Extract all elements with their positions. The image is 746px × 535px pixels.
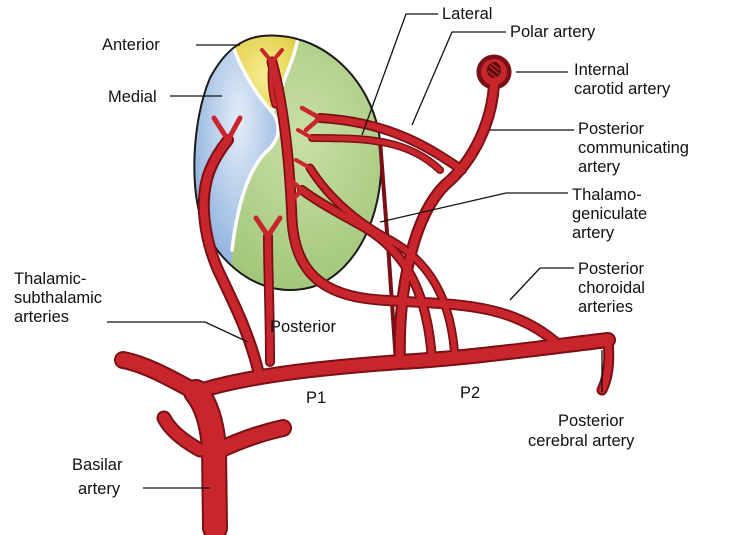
label-posterior-communicating-line2: communicating bbox=[578, 139, 689, 157]
label-posterior-choroidal-line2: choroidal bbox=[578, 279, 645, 297]
arteries bbox=[123, 50, 609, 528]
label-p2: P2 bbox=[460, 384, 480, 402]
label-basilar-line2: artery bbox=[78, 480, 121, 498]
label-basilar-line1: Basilar bbox=[72, 456, 123, 474]
label-posterior-region: Posterior bbox=[270, 318, 337, 336]
label-lateral: Lateral bbox=[442, 5, 492, 23]
label-posterior-cerebral-line1: Posterior bbox=[558, 412, 625, 430]
label-p1: P1 bbox=[306, 389, 326, 407]
label-thalamic-subthalamic-line1: Thalamic- bbox=[14, 270, 86, 288]
label-posterior-choroidal-line3: arteries bbox=[578, 298, 633, 316]
label-posterior-communicating-line3: artery bbox=[578, 158, 621, 176]
label-thalamogeniculate-line2: geniculate bbox=[572, 205, 647, 223]
label-internal-carotid-line2: carotid artery bbox=[574, 80, 671, 98]
label-thalamic-subthalamic-line2: subthalamic bbox=[14, 289, 102, 307]
label-thalamogeniculate-line3: artery bbox=[572, 224, 615, 242]
label-posterior-cerebral-line2: cerebral artery bbox=[528, 432, 635, 450]
label-thalamic-subthalamic-line3: arteries bbox=[14, 308, 69, 326]
label-medial: Medial bbox=[108, 88, 157, 106]
label-polar-artery: Polar artery bbox=[510, 23, 596, 41]
label-posterior-communicating-line1: Posterior bbox=[578, 120, 645, 138]
label-thalamogeniculate-line1: Thalamo- bbox=[572, 186, 642, 204]
label-internal-carotid-line1: Internal bbox=[574, 61, 629, 79]
label-anterior: Anterior bbox=[102, 36, 160, 54]
label-posterior-choroidal-line1: Posterior bbox=[578, 260, 645, 278]
